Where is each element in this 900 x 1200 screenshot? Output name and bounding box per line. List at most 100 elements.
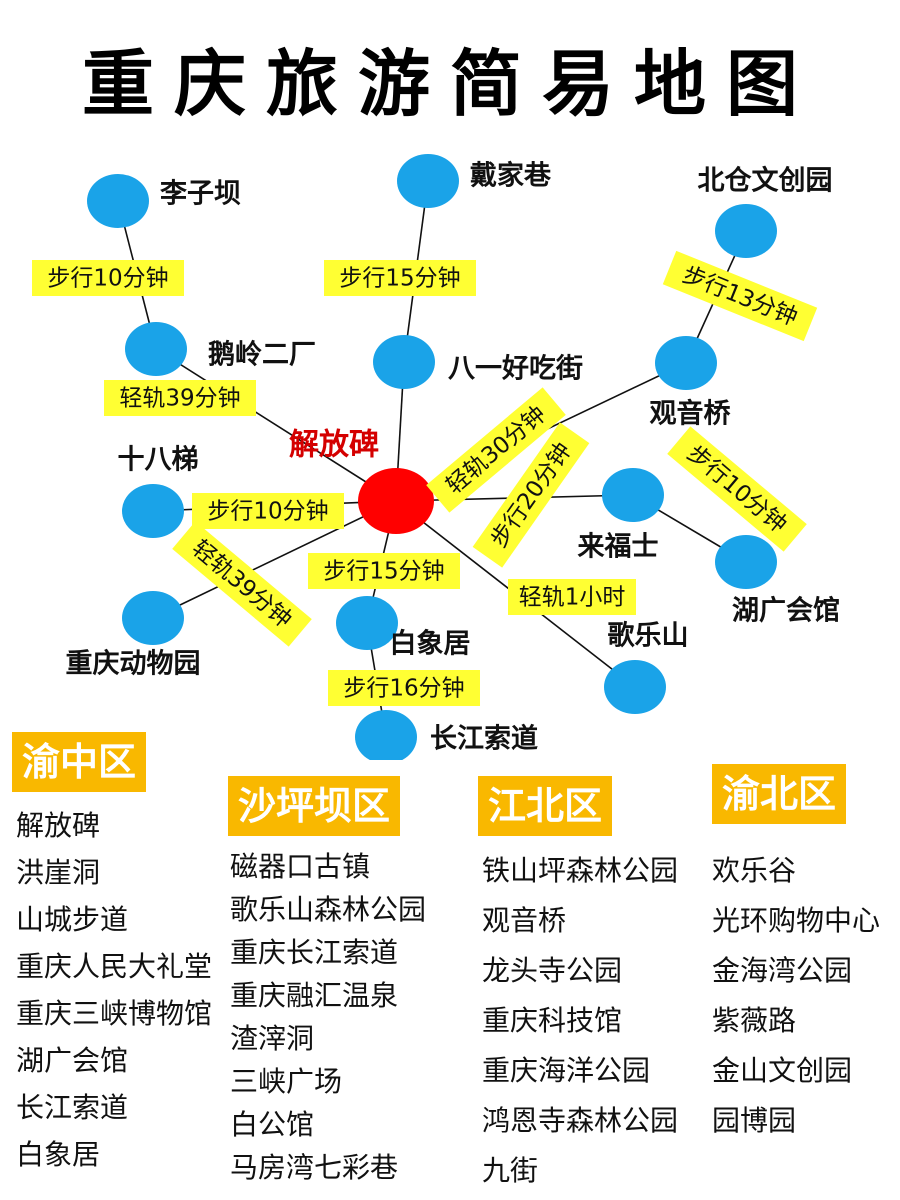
route-label-gele-center: 轻轨1小时 [508, 579, 636, 615]
route-label-bg [328, 670, 480, 706]
list-item: 金海湾公园 [712, 954, 853, 987]
route-label-daijia-bayi: 步行15分钟 [324, 260, 476, 296]
route-label-lizib-eling: 步行10分钟 [32, 260, 184, 296]
district-badge-shapingba: 沙坪坝区 [228, 776, 401, 836]
place-node-lizib [87, 174, 149, 228]
list-item: 渣滓洞 [230, 1022, 315, 1055]
route-label-beicang-guanyin: 步行13分钟 [662, 250, 818, 342]
route-label-bg [662, 250, 818, 342]
place-label-guanyin: 观音桥 [650, 398, 731, 430]
place-node-laifu [602, 468, 664, 522]
district-list-jiangbei: 铁山坪森林公园 观音桥 龙头寺公园 重庆科技馆 重庆海洋公园 鸿恩寺森林公园 九… [482, 846, 678, 1196]
route-label-bg [667, 426, 807, 552]
list-item: 磁器口古镇 [230, 850, 371, 883]
list-item: 歌乐山森林公园 [230, 893, 427, 926]
route-label-bg [32, 260, 184, 296]
route-label-baixiang-suodao: 步行16分钟 [328, 670, 480, 706]
list-item: 重庆融汇温泉 [230, 979, 399, 1012]
place-node-bayi [373, 335, 435, 389]
place-node-gele [604, 660, 666, 714]
route-label-bg [472, 422, 590, 568]
page-title: 重庆旅游简易地图 [81, 42, 818, 126]
list-item: 重庆海洋公园 [482, 1054, 651, 1087]
list-item: 洪崖洞 [16, 856, 101, 889]
route-label-bg [192, 493, 344, 529]
place-label-eling: 鹅岭二厂 [208, 340, 316, 371]
list-item: 金山文创园 [712, 1054, 853, 1087]
list-item: 长江索道 [16, 1091, 129, 1124]
route-label-laifu-huguang: 步行10分钟 [667, 426, 807, 552]
route-label-bg [426, 387, 566, 513]
list-item: 重庆三峡博物馆 [16, 997, 213, 1030]
list-item: 光环购物中心 [712, 904, 881, 937]
list-item: 鸿恩寺森林公园 [482, 1104, 679, 1137]
place-label-beicang: 北仓文创园 [698, 165, 833, 197]
list-item: 龙头寺公园 [482, 954, 623, 987]
place-label-bayi: 八一好吃街 [448, 354, 583, 385]
place-node-suodao [355, 710, 417, 760]
route-label-bg [324, 260, 476, 296]
route-map: 步行10分钟轻轨39分钟步行15分钟步行13分钟轻轨30分钟步行20分钟步行10… [32, 154, 841, 760]
route-label-bg [104, 380, 256, 416]
route-label-text: 步行15分钟 [339, 266, 460, 292]
place-label-huguang: 湖广会馆 [732, 595, 840, 627]
place-label-lizib: 李子坝 [159, 179, 241, 210]
place-label-shiba: 十八梯 [118, 445, 199, 476]
route-label-zoo-center: 轻轨39分钟 [172, 521, 312, 647]
route-label-text: 步行16分钟 [343, 676, 464, 702]
list-item: 紫薇路 [712, 1004, 797, 1037]
list-item: 观音桥 [482, 904, 567, 937]
place-node-baixiang [336, 596, 398, 650]
place-label-daijia: 戴家巷 [470, 160, 552, 192]
place-label-zoo: 重庆动物园 [66, 648, 201, 680]
place-node-guanyin [655, 336, 717, 390]
place-label-jiefangbei: 解放碑 [289, 428, 379, 463]
list-item: 马房湾七彩巷 [230, 1151, 399, 1184]
list-item: 铁山坪森林公园 [482, 854, 679, 887]
place-label-gele: 歌乐山 [608, 621, 689, 652]
route-label-bg [172, 521, 312, 647]
place-label-baixiang: 白象居 [390, 628, 471, 660]
route-label-baixiang-center: 步行15分钟 [308, 553, 460, 589]
route-line [152, 500, 397, 619]
route-label-text: 步行10分钟 [682, 440, 792, 538]
route-label-text: 轻轨1小时 [519, 585, 626, 611]
place-nodes [87, 154, 777, 760]
route-label-shiba-center: 步行10分钟 [192, 493, 344, 529]
district-list-yuzhong: 解放碑 洪崖洞 山城步道 重庆人民大礼堂 重庆三峡博物馆 湖广会馆 长江索道 白… [16, 802, 212, 1178]
route-label-text: 轻轨39分钟 [119, 386, 240, 412]
list-item: 欢乐谷 [712, 854, 797, 887]
center-node-jiefangbei [358, 468, 434, 534]
place-node-eling [125, 322, 187, 376]
place-label-suodao: 长江索道 [430, 723, 538, 755]
place-label-laifu: 来福士 [578, 532, 659, 563]
list-item: 山城步道 [16, 903, 129, 936]
list-item: 湖广会馆 [16, 1044, 129, 1077]
list-item: 园博园 [712, 1104, 797, 1137]
district-badge-yuzhong: 渝中区 [12, 732, 147, 792]
route-label-eling-center: 轻轨39分钟 [104, 380, 256, 416]
list-item: 重庆人民大礼堂 [16, 950, 213, 983]
route-label-text: 轻轨39分钟 [187, 535, 297, 633]
list-item: 九街 [482, 1154, 539, 1187]
district-badge-jiangbei: 江北区 [478, 776, 613, 836]
place-node-zoo [122, 591, 184, 645]
list-item: 解放碑 [16, 809, 101, 842]
list-item: 重庆长江索道 [230, 936, 399, 969]
list-item: 重庆科技馆 [482, 1004, 623, 1037]
district-badge-yubei: 渝北区 [712, 764, 847, 824]
place-node-daijia [397, 154, 459, 208]
list-item: 白公馆 [230, 1108, 315, 1141]
place-node-shiba [122, 484, 184, 538]
route-label-text: 步行10分钟 [47, 266, 168, 292]
route-label-text: 步行10分钟 [207, 499, 328, 525]
district-list-shapingba: 磁器口古镇 歌乐山森林公园 重庆长江索道 重庆融汇温泉 渣滓洞 三峡广场 白公馆… [230, 845, 426, 1189]
list-item: 三峡广场 [230, 1065, 343, 1098]
route-line [155, 348, 397, 502]
route-label-text: 步行15分钟 [323, 559, 444, 585]
route-label-bg [508, 579, 636, 615]
place-node-huguang [715, 535, 777, 589]
district-list-yubei: 欢乐谷 光环购物中心 金海湾公园 紫薇路 金山文创园 园博园 [712, 846, 880, 1146]
route-label-bg [308, 553, 460, 589]
